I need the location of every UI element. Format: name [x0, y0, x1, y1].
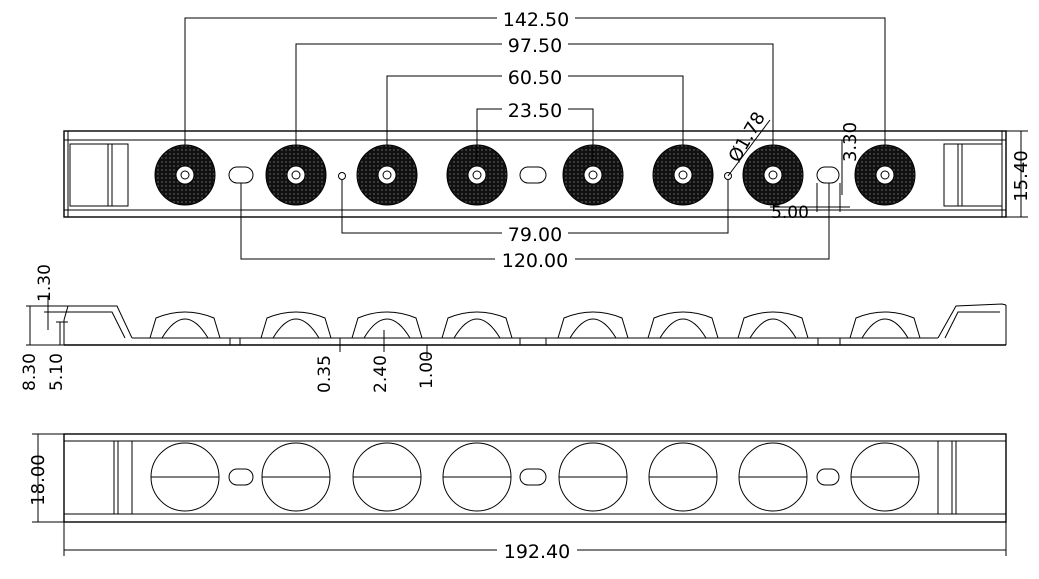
dim-0-35: 0.35	[315, 355, 335, 393]
top-slots-holes	[228, 166, 840, 184]
top-dimension-texts: 142.50 97.50 60.50 23.50 79.00 120.00 5.…	[495, 8, 1032, 272]
dim-23-50: 23.50	[508, 100, 562, 122]
top-strip-outline	[63, 130, 1007, 218]
side-view: 1.30 8.30 5.10 0.35 2.40 1.00	[20, 264, 1007, 393]
dim-1-30: 1.30	[35, 264, 55, 302]
dim-1-00: 1.00	[417, 351, 437, 389]
lens-1	[154, 144, 216, 206]
dim-60-50: 60.50	[508, 67, 562, 89]
bottom-dimension-texts: 18.00 192.40	[28, 454, 577, 563]
dim-142-50: 142.50	[503, 9, 569, 31]
top-view: 142.50 97.50 60.50 23.50 79.00 120.00 5.…	[63, 8, 1032, 272]
side-profile	[63, 303, 1007, 346]
bottom-lens-openings	[150, 442, 920, 512]
side-dimension-texts: 1.30 8.30 5.10 0.35 2.40 1.00	[20, 264, 437, 393]
bottom-dimension-lines	[32, 433, 1007, 556]
dim-5-00: 5.00	[771, 203, 809, 223]
lens-8	[854, 144, 916, 206]
dim-120-00: 120.00	[502, 250, 568, 272]
dim-18-00: 18.00	[28, 454, 49, 506]
lens-7	[742, 144, 804, 206]
dim-192-40: 192.40	[504, 541, 570, 563]
lens-3	[356, 144, 418, 206]
lens-2	[265, 144, 327, 206]
dim-79-00: 79.00	[508, 224, 562, 246]
dim-3-30: 3.30	[840, 122, 861, 162]
dim-97-50: 97.50	[508, 35, 562, 57]
bottom-view: 18.00 192.40	[28, 433, 1007, 563]
dim-2-40: 2.40	[371, 355, 391, 393]
top-lenses	[154, 144, 916, 206]
side-dimension-lines	[26, 296, 428, 358]
lens-6	[652, 144, 714, 206]
top-dimension-lines	[184, 17, 1028, 260]
lens-5	[562, 144, 624, 206]
dim-5-10: 5.10	[47, 353, 67, 391]
bottom-strip-outline	[63, 433, 1007, 523]
dim-8-30: 8.30	[20, 353, 40, 391]
dim-15-40: 15.40	[1011, 150, 1032, 202]
